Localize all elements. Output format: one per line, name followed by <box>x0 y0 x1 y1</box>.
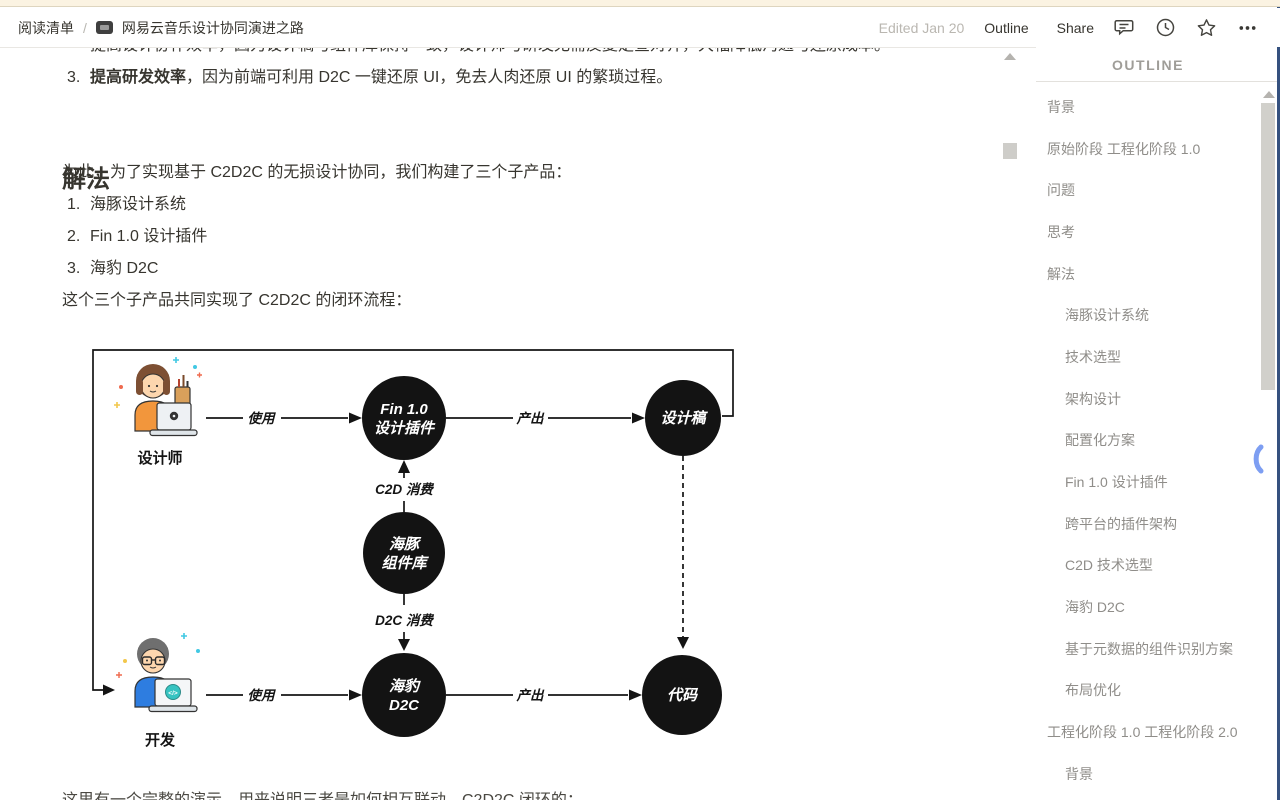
node-fin-plugin <box>362 376 446 460</box>
outline-divider <box>1036 81 1280 82</box>
designer-illustration <box>114 357 202 437</box>
svg-text:</>: </> <box>168 690 178 697</box>
breadcrumb-separator: / <box>83 19 87 36</box>
window-edge-border <box>1277 7 1280 800</box>
document-area: 提高设计协作效率，因为设计稿与组件库保持一致，设计师与研发无需反复走查对齐，大幅… <box>0 47 1020 800</box>
top-bar: 阅读清单 / 网易云音乐设计协同演进之路 Edited Jan 20 Outli… <box>0 8 1280 47</box>
numbered-list-item: 2.Fin 1.0 设计插件 <box>67 228 208 245</box>
window-scrollbar-up-arrow[interactable] <box>1263 91 1275 98</box>
outline-item[interactable]: 布局优化 <box>1065 682 1121 699</box>
actor-developer-label: 开发 <box>145 731 176 749</box>
outline-item[interactable]: 跨平台的插件架构 <box>1065 515 1177 532</box>
node-code <box>642 655 722 735</box>
outline-item[interactable]: C2D 技术选型 <box>1065 557 1153 574</box>
outline-item[interactable]: 海豹 D2C <box>1065 599 1125 616</box>
paragraph-intro: 为此，为了实现基于 C2D2C 的无损设计协同，我们构建了三个子产品： <box>62 164 572 181</box>
outline-item[interactable]: Fin 1.0 设计插件 <box>1065 474 1168 491</box>
edge-use-bottom-label: 使用 <box>248 688 276 703</box>
numbered-list-item: 3.海豹 D2C <box>67 260 159 277</box>
node-seal-d2c <box>362 653 446 737</box>
breadcrumb: 阅读清单 / 网易云音乐设计协同演进之路 <box>18 8 304 47</box>
outline-item[interactable]: 技术选型 <box>1065 348 1121 365</box>
loop-arrowhead <box>103 684 115 696</box>
edge-d2c-label: D2C 消费 <box>375 613 434 628</box>
history-clock-icon[interactable] <box>1155 17 1176 38</box>
edited-timestamp: Edited Jan 20 <box>878 19 965 36</box>
topbar-actions: Edited Jan 20 Outline Share <box>879 8 1258 47</box>
outline-item[interactable]: 海豚设计系统 <box>1065 307 1149 324</box>
outline-button[interactable]: Outline <box>984 19 1029 36</box>
clipped-text-line-bottom: 这里有一个完整的演示，用来说明三者是如何相互联动，C2D2C 闭环的： <box>62 790 962 800</box>
outline-item[interactable]: 背景 <box>1047 98 1075 115</box>
developer-illustration: </> <box>116 633 200 713</box>
edge-c2d-label: C2D 消费 <box>375 482 434 497</box>
svg-text:组件库: 组件库 <box>381 555 429 572</box>
outline-panel: OUTLINE 背景 原始阶段 工程化阶段 1.0 问题 思考 解法 海豚设计系… <box>1036 47 1280 800</box>
breadcrumb-root[interactable]: 阅读清单 <box>18 19 74 36</box>
window-scrollbar-thumb[interactable] <box>1261 103 1275 390</box>
outline-item[interactable]: 问题 <box>1047 182 1075 199</box>
outline-item[interactable]: 工程化阶段 1.0 工程化阶段 2.0 <box>1047 724 1238 741</box>
comments-icon[interactable] <box>1114 17 1135 38</box>
outline-item[interactable]: 原始阶段 工程化阶段 1.0 <box>1047 140 1201 157</box>
browser-top-strip <box>0 0 1280 7</box>
svg-text:设计稿: 设计稿 <box>660 409 708 427</box>
loop-connector-line <box>92 349 734 691</box>
paragraph-closing: 这个三个子产品共同实现了 C2D2C 的闭环流程： <box>62 292 412 309</box>
edge-use-top-label: 使用 <box>248 411 276 426</box>
outline-item[interactable]: 架构设计 <box>1065 390 1121 407</box>
outline-title: OUTLINE <box>1112 57 1184 73</box>
outline-item[interactable]: 背景 <box>1065 765 1093 782</box>
share-button[interactable]: Share <box>1056 19 1094 36</box>
list-item-text: 提高研发效率，因为前端可利用 D2C 一键还原 UI，免去人肉还原 UI 的繁琐… <box>90 69 673 86</box>
star-icon[interactable] <box>1196 17 1217 38</box>
doc-cassette-icon <box>95 21 113 34</box>
numbered-list-item: 1.海豚设计系统 <box>67 196 187 213</box>
doc-scrollbar-thumb[interactable] <box>1003 143 1017 159</box>
outline-item[interactable]: 配置化方案 <box>1065 432 1135 449</box>
more-ellipsis-icon[interactable] <box>1237 17 1258 38</box>
numbered-list-item-3: 3. 提高研发效率，因为前端可利用 D2C 一键还原 UI，免去人肉还原 UI … <box>67 69 673 86</box>
node-dolphin-library <box>363 512 445 594</box>
edge-produce-bottom-label: 产出 <box>516 688 546 703</box>
svg-text:代码: 代码 <box>667 687 699 704</box>
svg-text:设计插件: 设计插件 <box>374 420 436 437</box>
breadcrumb-doc-title[interactable]: 网易云音乐设计协同演进之路 <box>121 19 304 36</box>
svg-text:海豹: 海豹 <box>389 678 421 695</box>
svg-text:Fin 1.0: Fin 1.0 <box>380 401 428 418</box>
doc-scrollbar-up-arrow[interactable] <box>1004 53 1016 60</box>
c2d2c-flow-diagram: 设计师 使用 Fin 1.0 设计插件 产出 设计稿 C2D 消费 海豚 组件库… <box>92 349 734 749</box>
outline-item[interactable]: 思考 <box>1047 223 1075 240</box>
outline-items: 背景 原始阶段 工程化阶段 1.0 问题 思考 解法 海豚设计系统 技术选型 架… <box>1036 86 1260 795</box>
svg-text:D2C: D2C <box>389 697 420 714</box>
section-heading: 解法 <box>62 166 110 193</box>
outline-item[interactable]: 解法 <box>1047 265 1075 282</box>
svg-text:海豚: 海豚 <box>389 536 422 553</box>
outline-item[interactable]: 基于元数据的组件识别方案 <box>1065 640 1233 657</box>
clipped-text-line-top: 提高设计协作效率，因为设计稿与组件库保持一致，设计师与研发无需反复走查对齐，大幅… <box>90 47 950 56</box>
actor-designer-label: 设计师 <box>137 449 182 467</box>
edge-produce-top-label: 产出 <box>516 411 546 426</box>
side-peek-handle[interactable] <box>1250 444 1266 474</box>
topbar-divider <box>0 47 1036 48</box>
node-design-draft <box>645 380 721 456</box>
